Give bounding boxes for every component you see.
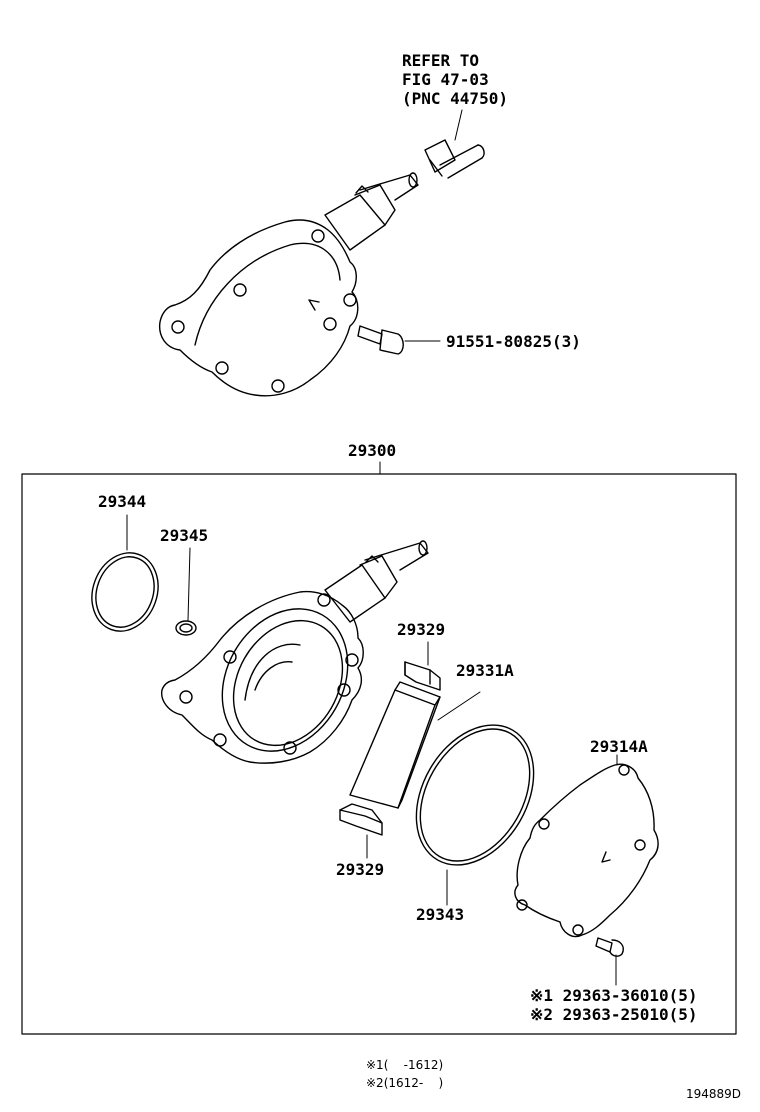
callout-vane-bottom[interactable]: 29329 xyxy=(336,860,385,879)
refer-line-2: FIG 47-03 xyxy=(402,70,489,89)
vane-top xyxy=(404,641,441,691)
callout-bolt-top[interactable]: 91551-80825(3) xyxy=(446,332,581,351)
callout-ring-small[interactable]: 29345 xyxy=(160,526,209,545)
callout-cover[interactable]: 29314A xyxy=(590,737,648,756)
legend-note-2: ※2(1612- ) xyxy=(366,1076,444,1090)
callout-ring-large[interactable]: 29344 xyxy=(98,492,147,511)
callout-vane-top[interactable]: 29329 xyxy=(397,620,446,639)
pump-body xyxy=(161,540,429,764)
gasket xyxy=(415,724,535,906)
callout-screw-1[interactable]: ※1 29363-36010(5) xyxy=(530,986,698,1005)
vane-bottom xyxy=(339,803,383,859)
pump-cover xyxy=(514,754,659,938)
vacuum-pump-upper xyxy=(158,109,485,397)
callout-assembly[interactable]: 29300 xyxy=(348,441,397,460)
o-ring-large xyxy=(91,514,159,632)
refer-line-3: (PNC 44750) xyxy=(402,89,508,108)
refer-line-1: REFER TO xyxy=(402,51,480,70)
callout-screw-2[interactable]: ※2 29363-25010(5) xyxy=(530,1005,698,1024)
legend-note-1: ※1( -1612) xyxy=(366,1058,444,1072)
figure-code: 194889D xyxy=(686,1087,742,1101)
callout-rotor[interactable]: 29331A xyxy=(456,661,514,680)
assembly-box xyxy=(21,461,737,1035)
callout-gasket[interactable]: 29343 xyxy=(416,905,465,924)
o-ring-small xyxy=(175,547,197,636)
rotor xyxy=(349,681,481,809)
cover-screw xyxy=(595,937,624,986)
